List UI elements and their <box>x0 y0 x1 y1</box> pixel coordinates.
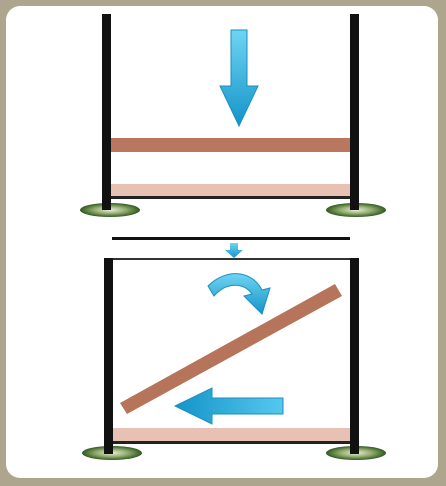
top-stage <box>80 14 386 217</box>
stage-separator <box>112 237 350 240</box>
top-lower-rail <box>108 184 356 196</box>
top-upper-rail <box>108 138 356 152</box>
bottom-stage <box>82 258 386 460</box>
bottom-bottom-wire <box>108 441 356 444</box>
small-down-arrow-icon <box>225 243 243 258</box>
bottom-top-wire <box>108 258 356 260</box>
rotate-arrow-icon <box>207 273 271 315</box>
left-arrow-icon <box>173 387 284 425</box>
bottom-left-post <box>104 258 113 454</box>
top-right-post <box>350 14 359 210</box>
top-bottom-wire <box>108 196 356 199</box>
bottom-right-post <box>350 258 359 454</box>
diagonal-rail <box>120 284 342 414</box>
down-arrow-icon <box>219 29 259 128</box>
bottom-lower-rail <box>108 428 356 441</box>
top-left-post <box>102 14 111 210</box>
